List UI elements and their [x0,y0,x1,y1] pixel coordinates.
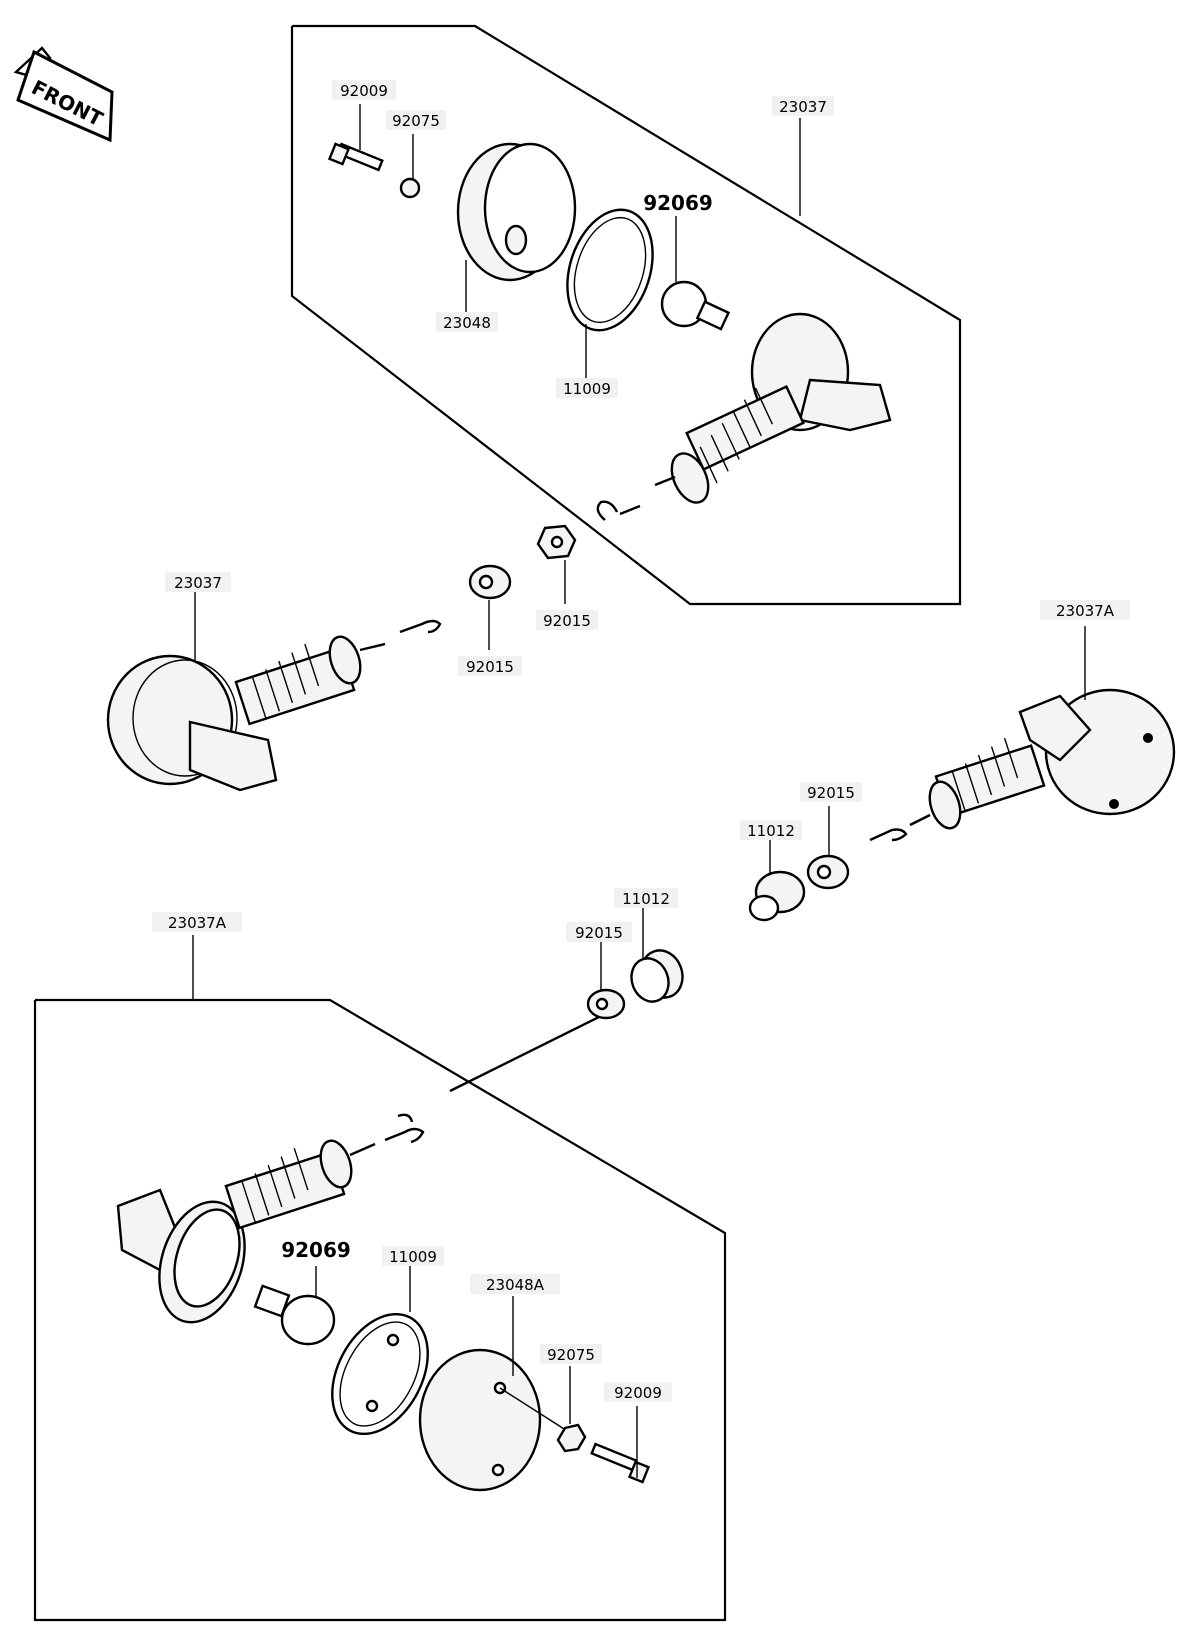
top-assembly-frame [290,24,962,606]
label-left-turn-signal: 23037 [174,574,222,592]
top-turn-signal-icon [654,312,892,504]
label-top-gasket: 11009 [563,380,611,398]
bottom-assembly-frame [33,998,727,1622]
center-spacer-icon [630,949,684,1003]
label-bottom-gasket: 11009 [389,1248,437,1266]
upper-nut-icon [536,524,577,560]
label-top-lens: 23048 [443,314,491,332]
bottom-bulb-icon [253,1284,336,1346]
right-spacer-icon [748,870,806,922]
right-turn-signal-icon [909,688,1176,830]
label-right-nut: 92015 [807,784,855,802]
top-bulb-icon [660,280,731,331]
bottom-nut-icon [556,1423,587,1453]
label-center-nut: 92015 [575,924,623,942]
front-arrow-icon: FRONT [13,46,114,143]
leader-lines [192,104,1086,1478]
label-bottom-bolt: 92009 [614,1384,662,1402]
right-connector-icon [869,828,908,842]
label-bottom-bulb: 92069 [281,1238,351,1262]
top-bolt-icon [327,142,384,172]
left-turn-signal-icon [106,635,386,792]
label-bottom-lens: 23048A [486,1276,545,1294]
bottom-lens-icon [418,1348,542,1492]
bottom-nut-leader [499,1387,573,1435]
bottom-connector-icon [384,1113,425,1144]
label-top-bolt: 92009 [340,82,388,100]
top-nut-icon [399,177,421,199]
bottom-bolt-icon [590,1442,651,1484]
top-gasket-icon [566,208,654,332]
label-bottom-turn-signal: 23037A [168,914,227,932]
label-right-spacer: 11012 [747,822,795,840]
label-center-spacer: 11012 [622,890,670,908]
label-top-turn-signal: 23037 [779,98,827,116]
label-upper-nut-right: 92015 [543,612,591,630]
mount-axis-line [449,1012,606,1093]
top-connector-icon [596,500,641,521]
part-labels: 92009 92075 23037 92069 23048 11009 9201… [152,80,1130,1402]
center-nut-icon [586,988,626,1020]
label-bottom-nut: 92075 [547,1346,595,1364]
bottom-turn-signal-icon [116,1139,376,1324]
label-top-bulb: 92069 [643,191,713,215]
label-left-nut: 92015 [466,658,514,676]
right-nut-icon [806,854,850,890]
label-right-turn-signal: 23037A [1056,602,1115,620]
bottom-gasket-icon [331,1312,429,1436]
top-lens-icon [456,142,577,282]
left-nut-icon [468,564,512,600]
label-top-nut: 92075 [392,112,440,130]
left-connector-icon [399,619,442,634]
